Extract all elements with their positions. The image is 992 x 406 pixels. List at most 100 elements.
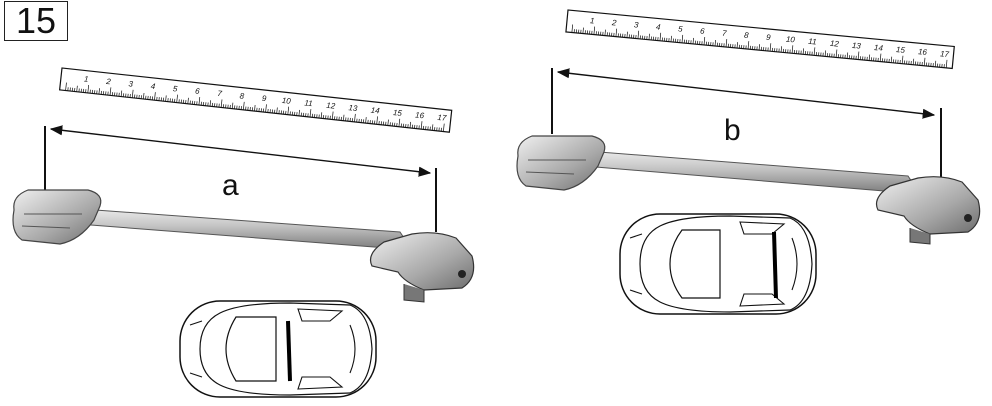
bar-position-marker-right [772,231,778,299]
ruler-tick [431,124,434,131]
ruler-tick [243,101,245,110]
ruler-tick [648,33,650,40]
car-top-view-right [619,213,817,315]
ruler-tick [780,46,783,53]
ruler-tick [354,113,356,122]
ruler-tick [265,104,267,113]
ruler-number-right: 6 [700,27,706,36]
ruler-tick [615,28,618,37]
step-number-box: 15 [4,1,68,41]
dimension-label-b: b [724,114,741,147]
ruler-number-left: 8 [239,91,245,100]
ruler-tick [287,106,290,115]
ruler-tick [626,31,628,38]
foot-right-front [516,135,606,191]
ruler-tick [571,24,574,33]
ruler-number-right: 10 [786,35,796,45]
ruler-number-left: 3 [128,79,134,88]
ruler-tick [901,55,904,64]
ruler-number-right: 12 [830,39,840,49]
ruler-tick [187,97,189,104]
ruler-tick [320,112,323,119]
ruler-tick [670,35,672,42]
ruler-tick [198,97,201,106]
ruler-tick [714,39,716,47]
ruler-number-right: 13 [852,41,862,51]
lock-icon [964,214,972,222]
dimension-label-a: a [222,169,239,202]
ruler-number-right: 3 [634,20,640,29]
ruler-tick [120,90,123,97]
ruler-tick [736,42,738,49]
roof-bar-right [516,135,981,245]
foot-right-rear [875,176,981,235]
ruler-number-left: 17 [437,113,447,123]
bar-position-marker-left [286,320,292,382]
ruler-tick [87,84,90,93]
ruler-tick [209,100,212,107]
ruler-number-left: 14 [370,106,380,116]
ruler-tick [131,89,134,98]
ruler-tick [725,39,728,48]
ruler-tick [791,45,794,54]
ruler-tick [835,49,838,58]
ruler-tick [604,29,606,36]
ruler-number-right: 8 [744,31,750,40]
ruler-number-right: 5 [678,24,684,33]
ruler-tick [747,41,750,50]
ruler-tick [154,92,156,101]
ruler-tick [593,26,596,35]
ruler-number-left: 2 [105,77,112,87]
foot-left-rear [369,232,475,291]
ruler-tick [846,52,849,59]
ruler-tick [109,87,112,96]
ruler-tick [802,48,805,55]
ruler-number-left: 9 [261,94,267,103]
ruler-number-right: 2 [611,18,618,28]
ruler-number-left: 11 [304,98,313,108]
roof-bar-left [12,189,475,303]
ruler-number-right: 4 [656,22,662,31]
ruler-tick [143,92,145,100]
ruler-tick [443,123,445,132]
ruler-number-left: 10 [281,96,291,106]
ruler-tick [331,111,334,120]
ruler-tick [365,117,367,124]
ruler-tick [637,30,640,39]
ruler-number-right: 16 [918,47,928,57]
ruler-tick [703,36,706,45]
ruler-number-right: 17 [940,49,950,59]
ruler-tick [923,57,926,66]
ruler-tick [912,58,915,65]
ruler-tick [376,116,378,125]
ruler-number-right: 1 [590,16,595,25]
ruler-number-right: 9 [766,33,772,42]
ruler-tick [681,34,684,43]
ruler-tick [165,95,167,102]
ruler-tick [276,107,278,114]
ruler-number-left: 16 [415,110,425,120]
ruler-tick [65,82,67,91]
ruler-tick [934,60,937,67]
ruler-tick [692,37,694,44]
ruler-number-left: 4 [150,82,156,91]
ruler-tick [945,59,948,68]
ruler-tick [857,51,860,60]
ruler-number-left: 15 [392,108,402,118]
ruler-tick [98,88,100,95]
ruler-tick [387,119,389,126]
dimension-arrow-b [556,68,936,119]
ruler-tick [758,44,760,51]
ruler-tick [769,43,772,52]
ruler-tick [879,53,882,62]
ruler-tick [309,109,312,118]
car-top-view-left [179,300,377,398]
ruler-number-left: 13 [348,103,358,113]
lock-icon [458,270,466,278]
dimension-arrow-a [49,125,432,177]
ruler-tick [868,54,871,61]
ruler-tick [343,114,345,121]
